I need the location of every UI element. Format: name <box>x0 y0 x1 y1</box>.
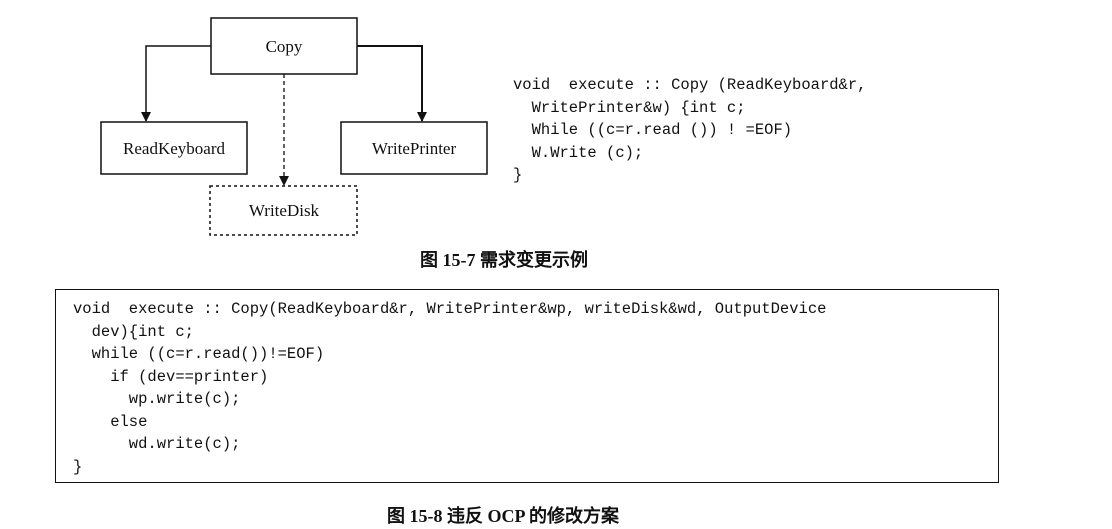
code-line: } <box>513 166 523 184</box>
code-line: } <box>73 457 83 476</box>
code-snippet-copy: void execute :: Copy (ReadKeyboard&r, Wr… <box>513 74 866 187</box>
arrow-copy-to-writeprinter <box>357 45 427 122</box>
code-line: if (dev==printer) <box>73 367 269 386</box>
write-printer-label: WritePrinter <box>372 139 457 158</box>
code-line: While ((c=r.read ()) ! =EOF) <box>513 121 793 139</box>
copy-label: Copy <box>266 37 303 56</box>
code-listing-box: void execute :: Copy(ReadKeyboard&r, Wri… <box>55 289 999 483</box>
copy-box <box>210 17 358 75</box>
read-keyboard-label: ReadKeyboard <box>123 139 225 158</box>
write-disk-box <box>209 185 358 236</box>
code-line: WritePrinter&w) {int c; <box>513 98 746 117</box>
code-line: wd.write(c); <box>73 435 241 453</box>
figure-caption-15-8: 图 15-8 违反 OCP 的修改方案 <box>387 506 619 526</box>
code-line: dev){int c; <box>73 322 194 341</box>
code-line: while ((c=r.read())!=EOF) <box>73 345 325 363</box>
code-line: W.Write (c); <box>513 143 644 162</box>
write-disk-label: WriteDisk <box>249 201 320 220</box>
code-line: void execute :: Copy (ReadKeyboard&r, <box>513 76 867 94</box>
read-keyboard-box <box>100 121 248 175</box>
class-diagram: Copy ReadKeyboard WritePrinter WriteDisk <box>100 17 488 236</box>
write-printer-box <box>340 121 488 175</box>
code-listing-modified: void execute :: Copy(ReadKeyboard&r, Wri… <box>73 298 826 478</box>
code-line: wp.write(c); <box>73 390 241 408</box>
figure-caption-15-7: 图 15-7 需求变更示例 <box>420 250 588 270</box>
arrow-copy-to-readkeyboard <box>141 45 211 122</box>
code-line: else <box>73 412 148 431</box>
code-line: void execute :: Copy(ReadKeyboard&r, Wri… <box>73 300 827 318</box>
